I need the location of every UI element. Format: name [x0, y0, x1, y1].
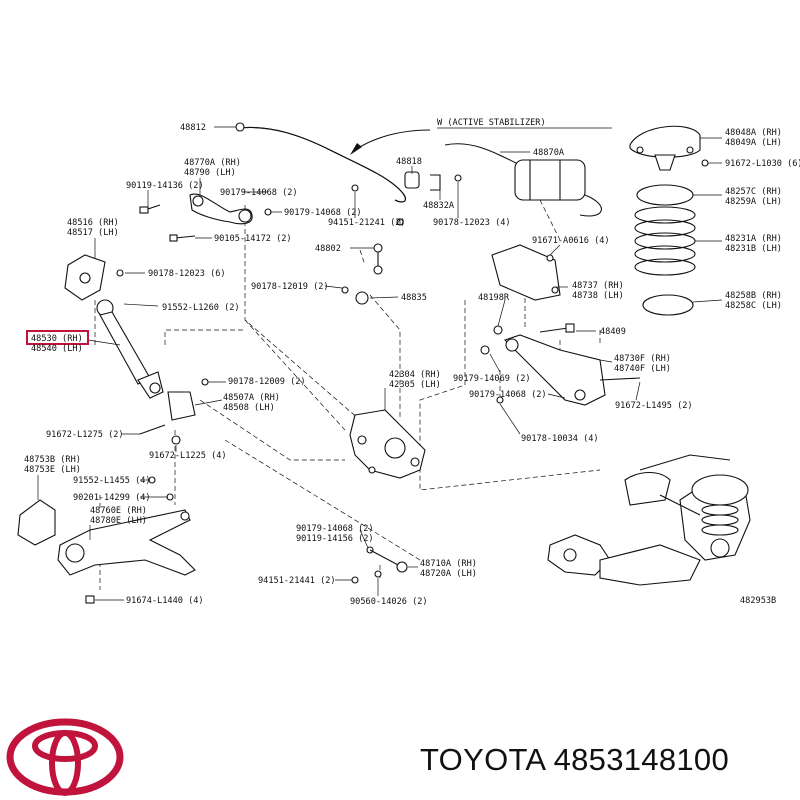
stabilizer-link [341, 243, 383, 305]
label-90178-10034: 90178-10034 (4) [521, 434, 599, 444]
upper-bolts [139, 184, 404, 242]
label-48048a: 48048A (RH) [725, 128, 782, 138]
label-48049a: 48049A (LH) [725, 138, 782, 148]
label-91672-l1030: 91672-L1030 (6) [725, 159, 800, 169]
rear-axle-carrier [349, 409, 426, 479]
washer [493, 325, 503, 335]
stabilizer-bar [235, 122, 406, 203]
label-48508: 48508 (LH) [223, 403, 275, 413]
label-48835: 48835 [401, 293, 427, 303]
drawing-number: 482953B [740, 596, 776, 606]
label-48780e: 48780E (LH) [90, 516, 147, 526]
label-48790: 48790 (LH) [184, 168, 236, 178]
label-90178-12009: 90178-12009 (2) [228, 377, 306, 387]
label-48818: 48818 [396, 157, 422, 167]
label-90201-14299: 90201-14299 (4) [73, 493, 151, 503]
label-91552-l1455: 91552-L1455 (4) [73, 476, 151, 486]
label-91672-l1225: 91672-L1225 (4) [149, 451, 227, 461]
label-90178-12019: 90178-12019 (2) [251, 282, 329, 292]
label-90560-14026: 90560-14026 (2) [350, 597, 428, 607]
label-94151-21441: 94151-21441 (2) [258, 576, 336, 586]
label-48738: 48738 (LH) [572, 291, 624, 301]
label-48740f: 48740F (LH) [614, 364, 671, 374]
label-91672-l1275: 91672-L1275 (2) [46, 430, 124, 440]
stabilizer-bushing [404, 171, 462, 191]
label-48507a: 48507A (RH) [223, 393, 280, 403]
stabilizer-bracket [491, 244, 561, 301]
shock-lower-bracket [139, 378, 209, 445]
label-48258b: 48258B (RH) [725, 291, 782, 301]
variant-arrow [354, 129, 431, 151]
label-48409: 48409 [600, 327, 626, 337]
label-48760e: 48760E (RH) [90, 506, 147, 516]
label-48198r: 48198R [478, 293, 510, 303]
part-number-caption: TOYOTA 4853148100 [420, 742, 729, 777]
variant-arrow-head [350, 143, 362, 155]
label-48517: 48517 (LH) [67, 228, 119, 238]
label-91671-a0616: 91671-A0616 (4) [532, 236, 610, 246]
lower-arm-rear [480, 334, 641, 406]
label-48770a: 48770A (RH) [184, 158, 241, 168]
label-48231b: 48231B (LH) [725, 244, 782, 254]
label-48257c: 48257C (RH) [725, 187, 782, 197]
label-48870a: 48870A [533, 148, 565, 158]
label-90105-14172: 90105-14172 (2) [214, 234, 292, 244]
label-94151-21241: 94151-21241 (2) [328, 218, 406, 228]
label-48710a: 48710A (RH) [420, 559, 477, 569]
label-48753b: 48753B (RH) [24, 455, 81, 465]
label-90178-12023-a: 90178-12023 (4) [433, 218, 511, 228]
shock-absorber [96, 299, 164, 399]
label-90119-14136: 90119-14136 (2) [126, 181, 204, 191]
label-90179-14068-c: 90179-14068 (2) [469, 390, 547, 400]
lower-arm-cover [17, 499, 56, 546]
leader-lines [37, 126, 723, 601]
label-48259a: 48259A (LH) [725, 197, 782, 207]
spring-lower-insulator [642, 294, 694, 316]
bolt-48409 [539, 323, 575, 333]
label-90119-14156: 90119-14156 (2) [296, 534, 374, 544]
label-48730f: 48730F (RH) [614, 354, 671, 364]
toyota-logo [6, 718, 124, 796]
label-48231a: 48231A (RH) [725, 234, 782, 244]
label-90179-14068-a: 90179-14068 (2) [220, 188, 298, 198]
assembly-dashed-lines [94, 199, 601, 590]
label-42305: 42305 (LH) [389, 380, 441, 390]
label-90179-14068-d: 90179-14068 (2) [296, 524, 374, 534]
active-stabilizer-actuator [444, 143, 602, 217]
lower-arm-front [57, 476, 196, 604]
label-91552-l1260: 91552-L1260 (2) [162, 303, 240, 313]
part-labels: W (ACTIVE STABILIZER) 48812 48818 48870A… [24, 118, 800, 607]
label-48516: 48516 (RH) [67, 218, 119, 228]
label-90179-14068-b: 90179-14068 (2) [284, 208, 362, 218]
coil-spring [634, 206, 696, 276]
upper-arm [189, 193, 253, 225]
label-91672-l1495: 91672-L1495 (2) [615, 401, 693, 411]
spring-upper-mount [629, 125, 709, 171]
label-48258c: 48258C (LH) [725, 301, 782, 311]
variant-note-label: W (ACTIVE STABILIZER) [437, 118, 546, 128]
label-90178-12023-b: 90178-12023 (6) [148, 269, 226, 279]
label-48753e: 48753E (LH) [24, 465, 81, 475]
label-91674-l1440: 91674-L1440 (4) [126, 596, 204, 606]
label-48832a: 48832A [423, 201, 455, 211]
label-90179-14069: 90179-14069 (2) [453, 374, 531, 384]
label-48802: 48802 [315, 244, 341, 254]
toe-control-link [351, 546, 408, 584]
label-48737: 48737 (RH) [572, 281, 624, 291]
shock-mount-bracket [64, 254, 124, 301]
label-48812: 48812 [180, 123, 206, 133]
spring-upper-insulator [636, 184, 694, 206]
label-48540: 48540 (LH) [31, 344, 83, 354]
label-42304: 42304 (RH) [389, 370, 441, 380]
label-48720a: 48720A (LH) [420, 569, 477, 579]
label-48530-highlighted: 48530 (RH) [31, 334, 83, 344]
highlighted-part-box [26, 330, 89, 345]
assembled-view [547, 454, 751, 586]
